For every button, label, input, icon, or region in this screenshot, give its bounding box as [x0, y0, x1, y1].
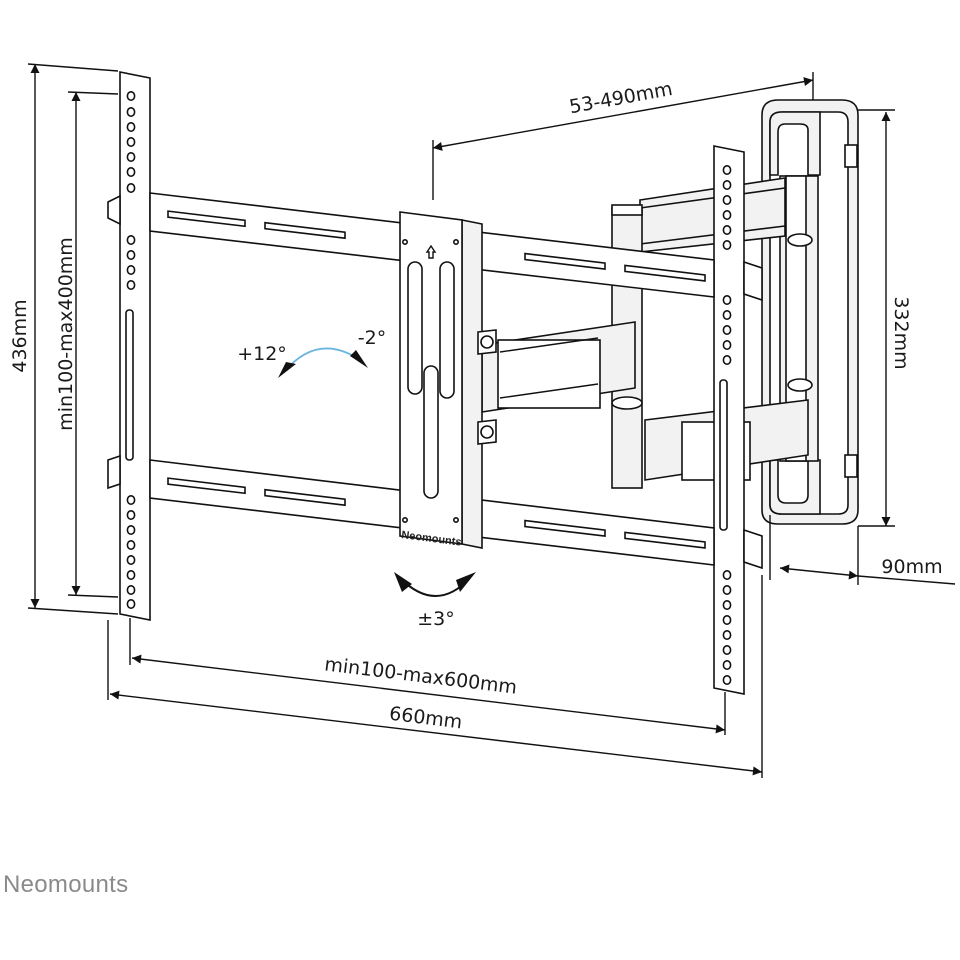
mount-hole	[126, 107, 136, 118]
mount-hole	[722, 629, 732, 640]
tilt-down-label: -2°	[358, 327, 386, 349]
mount-hole	[126, 152, 136, 163]
mount-hole	[722, 644, 732, 655]
mount-hole	[126, 91, 136, 102]
bar-slot	[624, 264, 706, 282]
swing-arms	[481, 177, 809, 489]
mount-hole	[126, 264, 136, 275]
bar-slot	[524, 519, 606, 537]
mount-hole	[722, 674, 732, 685]
left-rail-holes	[126, 91, 136, 609]
mount-hole	[722, 659, 732, 670]
tilt-up-label: +12°	[237, 343, 287, 365]
mount-hole	[126, 554, 136, 565]
mount-hole	[722, 210, 732, 221]
mount-hole	[722, 294, 732, 305]
rotation-arrow	[394, 572, 476, 597]
bar-slot	[167, 477, 246, 495]
mount-hole	[126, 494, 136, 505]
mount-hole	[722, 309, 732, 320]
mount-hole	[126, 584, 136, 595]
mount-hole	[722, 324, 732, 335]
mount-hole	[722, 195, 732, 206]
tilt-arrow	[278, 347, 368, 378]
mount-hole	[126, 183, 136, 194]
left-vesa-rail	[107, 71, 151, 621]
width-vesa-label: min100-max600mm	[323, 653, 518, 698]
center-plate: Neomounts	[399, 211, 497, 549]
right-rail-holes	[722, 165, 732, 685]
bar-slot	[167, 210, 246, 228]
mount-hole	[126, 235, 136, 246]
bar-slot	[264, 221, 346, 240]
height-total-label: 436mm	[9, 299, 31, 372]
height-vesa-label: min100-max400mm	[55, 237, 77, 431]
extension-label: 53-490mm	[568, 78, 675, 118]
dimension-lines	[27, 63, 956, 778]
mount-hole	[126, 569, 136, 580]
mount-hole	[722, 584, 732, 595]
mount-hole	[126, 509, 136, 520]
mount-hole	[722, 180, 732, 191]
mount-hole	[126, 279, 136, 290]
footer-brand: Neomounts	[3, 871, 128, 898]
mount-hole	[722, 354, 732, 365]
mount-hole	[722, 339, 732, 350]
mount-hole	[126, 524, 136, 535]
depth-label: 90mm	[881, 556, 942, 578]
mount-hole	[126, 167, 136, 178]
mount-hole	[126, 539, 136, 550]
bar-slot	[264, 488, 346, 507]
mount-hole	[126, 137, 136, 148]
mount-hole	[722, 225, 732, 236]
bar-slot	[624, 531, 706, 549]
mount-hole	[126, 122, 136, 133]
bar-slot	[524, 252, 606, 270]
mount-hole	[126, 250, 136, 261]
mount-hole	[722, 599, 732, 610]
wall-plate-height-label: 332mm	[890, 296, 912, 369]
rotation-label: ±3°	[417, 608, 455, 630]
mount-hole	[722, 569, 732, 580]
mount-hole	[722, 614, 732, 625]
mount-hole	[126, 598, 136, 609]
mount-hole	[722, 165, 732, 176]
mount-hole	[722, 240, 732, 251]
